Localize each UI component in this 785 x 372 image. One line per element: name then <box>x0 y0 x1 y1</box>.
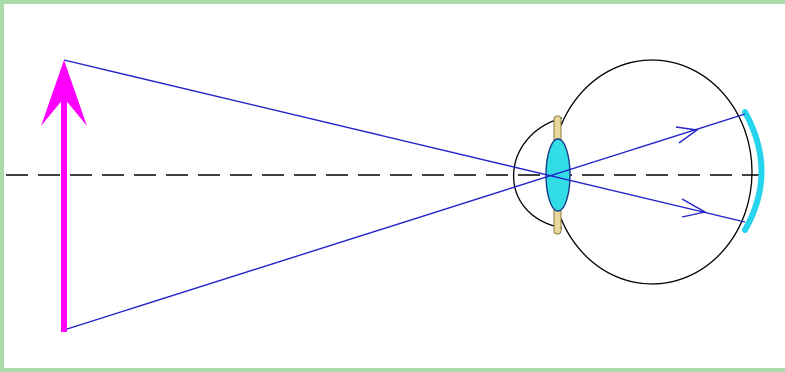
retina-arc <box>742 109 765 233</box>
iris-top <box>553 115 562 143</box>
cornea-outline <box>513 117 563 229</box>
ray-arrowhead-upper <box>675 126 699 144</box>
ray-from-top <box>63 59 746 223</box>
eyeball-outline <box>551 59 753 285</box>
iris-bottom <box>553 207 562 235</box>
ray-from-bottom <box>63 113 746 331</box>
ray-arrowhead-lower <box>681 198 707 218</box>
object-arrow-head <box>41 60 87 126</box>
